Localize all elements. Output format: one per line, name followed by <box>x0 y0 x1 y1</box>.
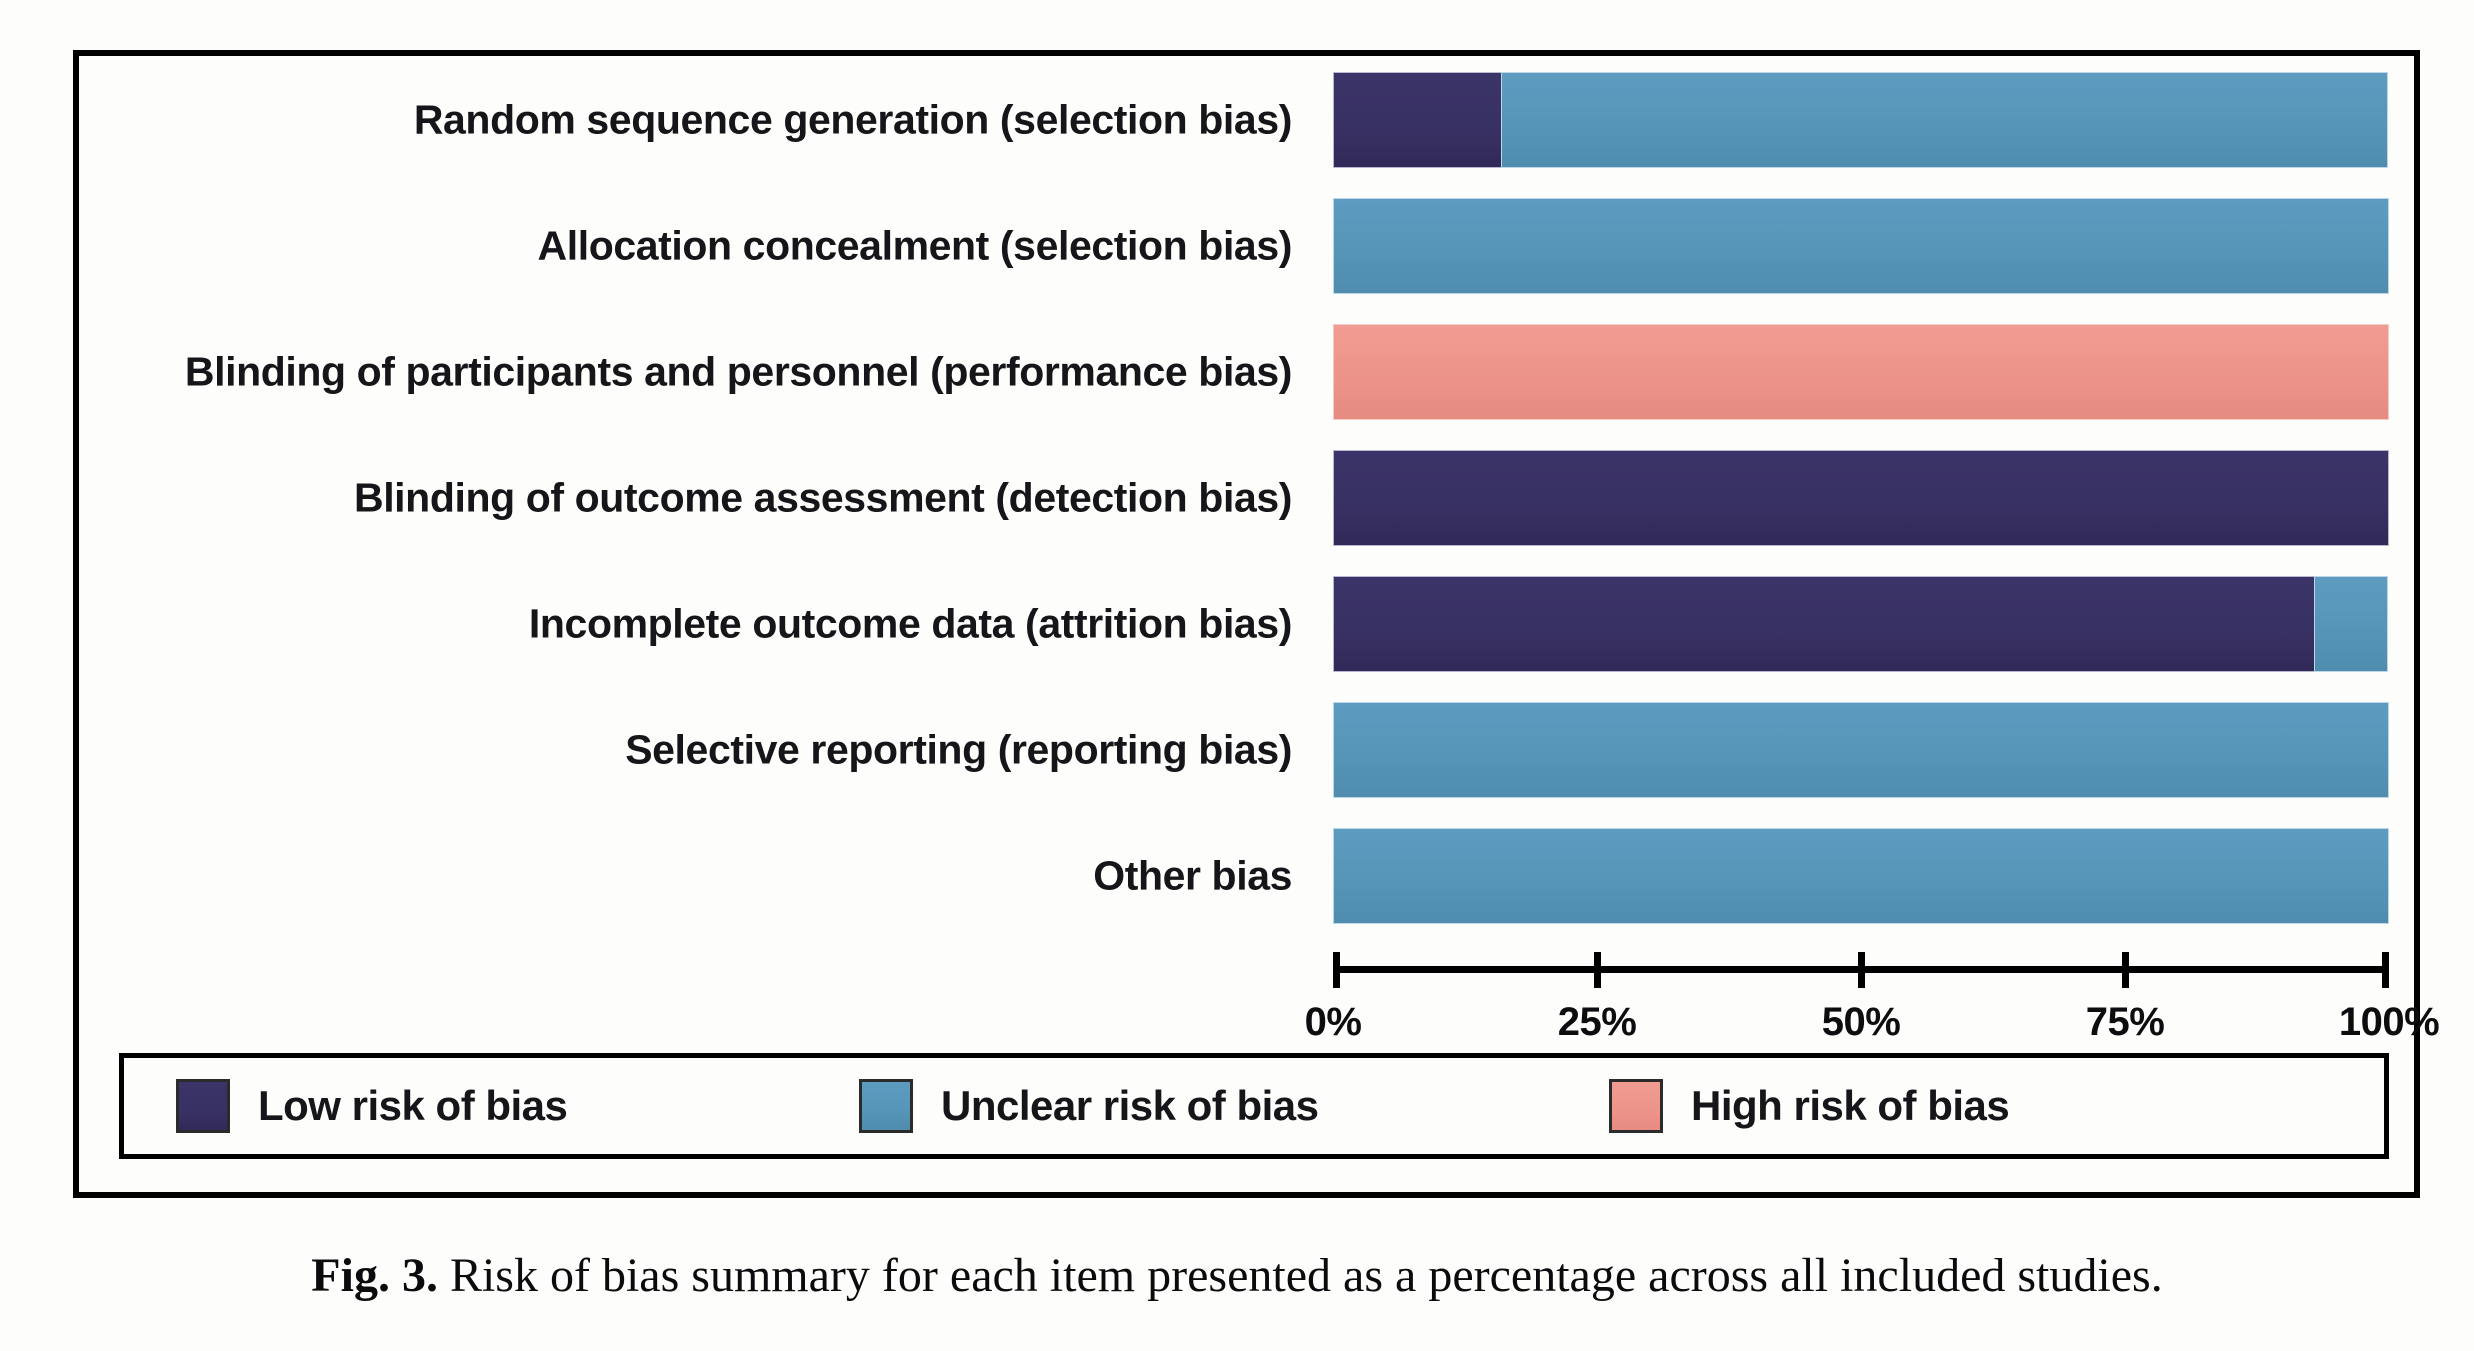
bar-segment-unclear <box>1333 198 2389 294</box>
bar-row: Incomplete outcome data (attrition bias) <box>79 576 2414 672</box>
bar-row-label: Blinding of outcome assessment (detectio… <box>353 474 1292 521</box>
bar-row-label: Selective reporting (reporting bias) <box>625 726 1292 773</box>
x-axis-tick <box>1593 952 1601 988</box>
bar-segment-unclear <box>1500 72 2388 168</box>
legend-item-unclear[interactable]: Unclear risk of bias <box>859 1079 1319 1133</box>
legend-label: High risk of bias <box>1691 1082 2010 1129</box>
bar-track <box>1333 450 2389 546</box>
bar-segment-unclear <box>1333 828 2389 924</box>
bar-segment-low <box>1333 576 2316 672</box>
legend-label: Low risk of bias <box>258 1082 568 1129</box>
caption-text: Risk of bias summary for each item prese… <box>449 1249 2163 1302</box>
bar-row: Blinding of outcome assessment (detectio… <box>79 450 2414 546</box>
bar-row: Selective reporting (reporting bias) <box>79 702 2414 798</box>
bar-track <box>1333 702 2389 798</box>
x-axis-tick-label: 75% <box>2085 1000 2165 1044</box>
bar-row-label: Incomplete outcome data (attrition bias) <box>528 600 1292 647</box>
bar-segment-unclear <box>1333 702 2389 798</box>
bar-row: Other bias <box>79 828 2414 924</box>
bar-segment-unclear <box>2314 576 2388 672</box>
bar-track <box>1333 828 2389 924</box>
legend: Low risk of bias Unclear risk of bias High… <box>119 1053 2389 1159</box>
x-axis-tick <box>2382 952 2389 988</box>
bar-segment-low <box>1333 72 1502 168</box>
bar-segment-high <box>1333 324 2389 420</box>
bar-row: Allocation concealment (selection bias) <box>79 198 2414 294</box>
x-axis-tick <box>1333 952 1340 988</box>
bar-segment-low <box>1333 450 2389 546</box>
plot-area: Random sequence generation (selection bi… <box>79 56 2414 1192</box>
legend-swatch-unclear-icon <box>859 1079 913 1133</box>
figure-caption: Fig. 3. Risk of bias summary for each it… <box>0 1248 2474 1303</box>
x-axis-tick-label: 0% <box>1304 1000 1362 1044</box>
legend-label: Unclear risk of bias <box>941 1082 1319 1129</box>
x-axis-tick <box>2121 952 2129 988</box>
bar-row-label: Random sequence generation (selection bi… <box>413 96 1293 143</box>
bar-track <box>1333 72 2389 168</box>
figure-frame: Random sequence generation (selection bi… <box>73 50 2440 1198</box>
bar-track <box>1333 576 2389 672</box>
bar-row-label: Other bias <box>1093 852 1292 899</box>
bar-row-label: Blinding of participants and personnel (… <box>184 348 1293 395</box>
caption-prefix: Fig. 3. <box>311 1249 438 1302</box>
bar-track <box>1333 324 2389 420</box>
bar-track <box>1333 198 2389 294</box>
bar-row-label: Allocation concealment (selection bias) <box>537 222 1293 269</box>
x-axis-tick <box>1857 952 1865 988</box>
legend-swatch-high-icon <box>1609 1079 1663 1133</box>
x-axis-tick-label: 100% <box>2338 1000 2440 1044</box>
legend-item-high[interactable]: High risk of bias <box>1609 1079 2010 1133</box>
legend-item-low[interactable]: Low risk of bias <box>176 1079 568 1133</box>
bar-row: Random sequence generation (selection bi… <box>79 72 2414 168</box>
x-axis-tick-label: 50% <box>1821 1000 1901 1044</box>
legend-swatch-low-icon <box>176 1079 230 1133</box>
bar-row: Blinding of participants and personnel (… <box>79 324 2414 420</box>
x-axis-tick-label: 25% <box>1557 1000 1637 1044</box>
